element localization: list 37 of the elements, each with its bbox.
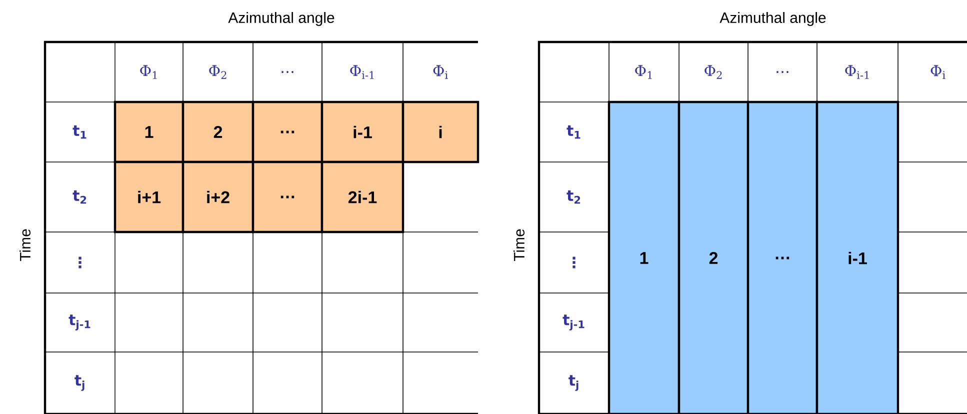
column-header: Φ$_{1}$	[140, 65, 157, 79]
axis-title: Time	[20, 229, 31, 262]
table-cell: 2i-1	[320, 160, 404, 234]
row-header: t$_{2}$	[72, 190, 86, 204]
column-header: Φ$_{2}$	[704, 65, 722, 79]
row-header: t$_{j}$	[74, 375, 84, 391]
column-band: …	[746, 100, 818, 414]
axis-title: Azimuthal angle	[720, 12, 826, 26]
table-cell: i+2	[182, 160, 254, 234]
column-header: Φ$_{2}$	[209, 65, 226, 79]
column-band: i-1	[816, 100, 900, 414]
axis-title: Azimuthal angle	[228, 12, 334, 26]
column-band: 1	[608, 100, 680, 414]
column-header: Φ$_{i-1}$	[350, 65, 374, 79]
row-header: t$_{1}$	[72, 125, 86, 139]
table-cell: i	[402, 100, 480, 164]
row-header: t$_{1}$	[566, 125, 580, 139]
table-cell: 1	[114, 100, 184, 164]
column-header: Φ$_{1}$	[635, 65, 652, 79]
row-header: t$_{2}$	[566, 190, 580, 204]
column-header: …	[282, 71, 294, 73]
column-header: Φ$_{i}$	[433, 65, 448, 79]
column-header: Φ$_{i}$	[930, 65, 946, 79]
table-cell: 2	[182, 100, 254, 164]
row-header: ⋮	[572, 256, 576, 268]
row-header: t$_{j-1}$	[68, 314, 90, 330]
row-header: ⋮	[78, 256, 82, 268]
row-header: t$_{j}$	[568, 375, 578, 391]
table-cell: i-1	[320, 100, 404, 164]
table-cell: i+1	[114, 160, 184, 234]
column-band: 2	[678, 100, 750, 414]
column-header: Φ$_{i-1}$	[845, 65, 869, 79]
table-cell: …	[252, 160, 324, 234]
row-header: t$_{j-1}$	[562, 314, 584, 330]
axis-title: Time	[514, 229, 524, 262]
column-header: …	[776, 71, 788, 73]
table-cell: …	[252, 100, 324, 164]
